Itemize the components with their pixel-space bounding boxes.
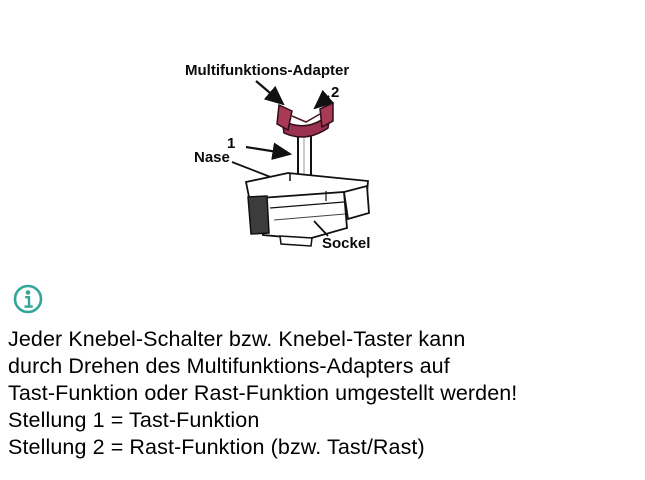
info-line-4: Stellung 1 = Tast-Funktion (8, 408, 260, 432)
label-position-2: 2 (331, 84, 340, 101)
info-icon (12, 283, 44, 315)
switch-diagram: Multifunktions-Adapter 2 1 Nase Sockel (185, 62, 371, 252)
info-line-5: Stellung 2 = Rast-Funktion (bzw. Tast/Ra… (8, 435, 425, 459)
label-position-1: 1 (227, 135, 236, 152)
info-line-2: durch Drehen des Multifunktions-Adapters… (8, 354, 450, 378)
label-sockel: Sockel (322, 235, 371, 252)
switch-drawing-icon (231, 80, 370, 247)
label-nase: Nase (194, 149, 230, 166)
info-line-3: Tast-Funktion oder Rast-Funktion umgeste… (8, 381, 518, 405)
info-line-1: Jeder Knebel-Schalter bzw. Knebel-Taster… (8, 327, 466, 351)
info-text: Jeder Knebel-Schalter bzw. Knebel-Taster… (8, 326, 628, 461)
label-multifunktions-adapter: Multifunktions-Adapter (185, 62, 350, 79)
